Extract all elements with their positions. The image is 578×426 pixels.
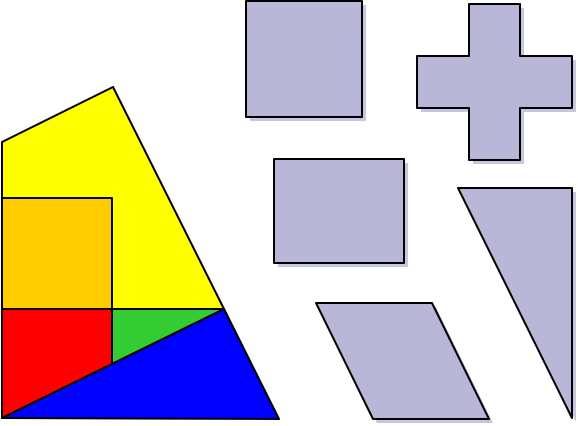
rectangle-piece bbox=[273, 158, 408, 267]
right-triangle-piece bbox=[457, 187, 576, 422]
cross-piece bbox=[416, 3, 576, 164]
loose-pieces bbox=[245, 0, 576, 423]
orange-square-piece bbox=[1, 197, 113, 310]
square-piece bbox=[245, 0, 366, 121]
blue-triangle-piece bbox=[1, 308, 280, 420]
assembled-figure bbox=[1, 86, 280, 420]
parallelogram-piece bbox=[315, 302, 493, 423]
